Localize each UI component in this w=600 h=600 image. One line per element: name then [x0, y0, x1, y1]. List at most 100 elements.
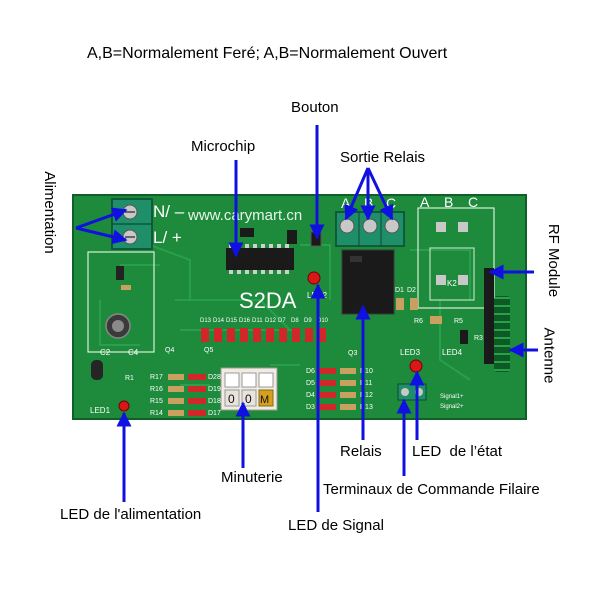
label-antenne: Antenne [540, 327, 558, 384]
relay-component [341, 249, 395, 315]
rf-module-component [484, 268, 494, 364]
diode-right [318, 368, 336, 374]
diode-top [305, 328, 313, 342]
label-alimentation: Alimentation [40, 171, 58, 254]
diode-top [292, 328, 300, 342]
diode-silk-right: D4 [306, 392, 315, 399]
led4-silk: LED4 [442, 348, 463, 357]
diode-top [279, 328, 287, 342]
diode-top [253, 328, 261, 342]
q3-silk: Q3 [348, 350, 357, 357]
q5-silk: Q5 [204, 347, 213, 354]
label-rf-module: RF Module [545, 223, 563, 298]
c2-silk: C2 [100, 348, 111, 357]
diode-silk-top: D16 [239, 318, 251, 324]
r1-silk: R1 [125, 375, 134, 382]
diode-top [214, 328, 222, 342]
resistor-silk-left: R15 [150, 398, 163, 405]
led3-silk: LED3 [400, 348, 421, 357]
resistor-silk-left: R14 [150, 410, 163, 417]
resistor-right [340, 392, 356, 398]
diode-top [240, 328, 248, 342]
r3-silk: R3 [474, 335, 483, 342]
d2-silk: D2 [407, 287, 416, 294]
resistor-silk-left: R17 [150, 374, 163, 381]
small-ic [240, 228, 254, 237]
diode-silk-right: D6 [306, 368, 315, 375]
diode-top [318, 328, 326, 342]
resistor-left [168, 374, 184, 380]
diode-silk-top: D8 [291, 318, 299, 324]
diode-silk-top: D11 [252, 318, 263, 324]
resistor-left [168, 398, 184, 404]
relay-pads [436, 222, 468, 285]
diode-left [188, 410, 206, 416]
wired-control-terminals [397, 383, 427, 401]
diode-silk-top: D9 [304, 318, 312, 324]
arrow-alimentation-l [75, 226, 128, 245]
label-minuterie: Minuterie [221, 469, 283, 486]
resistor-right [340, 368, 356, 374]
diode-silk-top: D13 [200, 318, 212, 324]
diode-silk-right: D5 [306, 380, 315, 387]
signal1-silk: Signal1+ [440, 394, 464, 400]
q4-silk: Q4 [165, 347, 174, 354]
arrow-sortie-c [366, 167, 394, 221]
crystal [287, 230, 297, 244]
pad-b-label: B [444, 194, 453, 210]
power-terminal-block [111, 198, 153, 250]
label-terminaux: Terminaux de Commande Filaire [323, 481, 540, 498]
label-led-alimentation: LED de l'alimentation [60, 506, 202, 523]
relay-top-mark [350, 256, 362, 262]
power-terminal-l-label: L/ + [153, 228, 182, 247]
diode-top [227, 328, 235, 342]
resistor-silk-right: R10 [360, 368, 373, 375]
label-bouton: Bouton [291, 99, 339, 116]
diode-right [318, 392, 336, 398]
timer-digit-3: M [260, 394, 269, 406]
power-terminal-n-label: N/ – [153, 202, 185, 221]
header-text: A,B=Normalement Feré; A,B=Normalement Ou… [87, 45, 448, 62]
diode-silk-top: D10 [317, 318, 329, 324]
diode-silk-top: D7 [278, 318, 286, 324]
diode-silk-right: D3 [306, 404, 315, 411]
diode-right [318, 380, 336, 386]
pad-a-label: A [420, 194, 430, 210]
label-sortie-relais: Sortie Relais [340, 149, 426, 166]
antenna-coil [494, 296, 510, 372]
diode-silk-left: D17 [208, 410, 221, 417]
relay-term-a-label: A [341, 195, 351, 211]
pad-c-label: C [468, 194, 478, 210]
diode-silk-left: D18 [208, 398, 221, 405]
arrow-alimentation-n [75, 207, 128, 230]
diode-silk-top: D14 [213, 318, 225, 324]
signal-led [307, 271, 321, 285]
power-section-components [91, 266, 131, 380]
label-relais: Relais [340, 443, 382, 460]
relay-term-c-label: C [386, 195, 396, 211]
resistor-left [168, 410, 184, 416]
signal2-silk: Signal2+ [440, 404, 464, 410]
resistor-silk-right: R12 [360, 392, 373, 399]
diode-right [318, 404, 336, 410]
timer-digit-1: 0 [228, 392, 235, 406]
diode-silk-left: D28 [208, 374, 221, 381]
state-led [409, 359, 423, 373]
resistor-left [168, 386, 184, 392]
diode-silk-left: D19 [208, 386, 221, 393]
resistor-silk-left: R16 [150, 386, 163, 393]
power-led [118, 400, 130, 412]
diode-top [266, 328, 274, 342]
board-model-text: S2DA [239, 288, 297, 313]
led1-silk: LED1 [90, 406, 111, 415]
diode-silk-top: D12 [265, 318, 277, 324]
r6-silk: R6 [414, 318, 423, 325]
arrow-sortie-a [344, 167, 370, 221]
d1-silk: D1 [395, 287, 404, 294]
label-led-signal: LED de Signal [288, 517, 384, 534]
diode-left [188, 374, 206, 380]
resistor-silk-right: R13 [360, 404, 373, 411]
c4-silk: C4 [128, 348, 139, 357]
website-text: www.carymart.cn [187, 207, 302, 224]
